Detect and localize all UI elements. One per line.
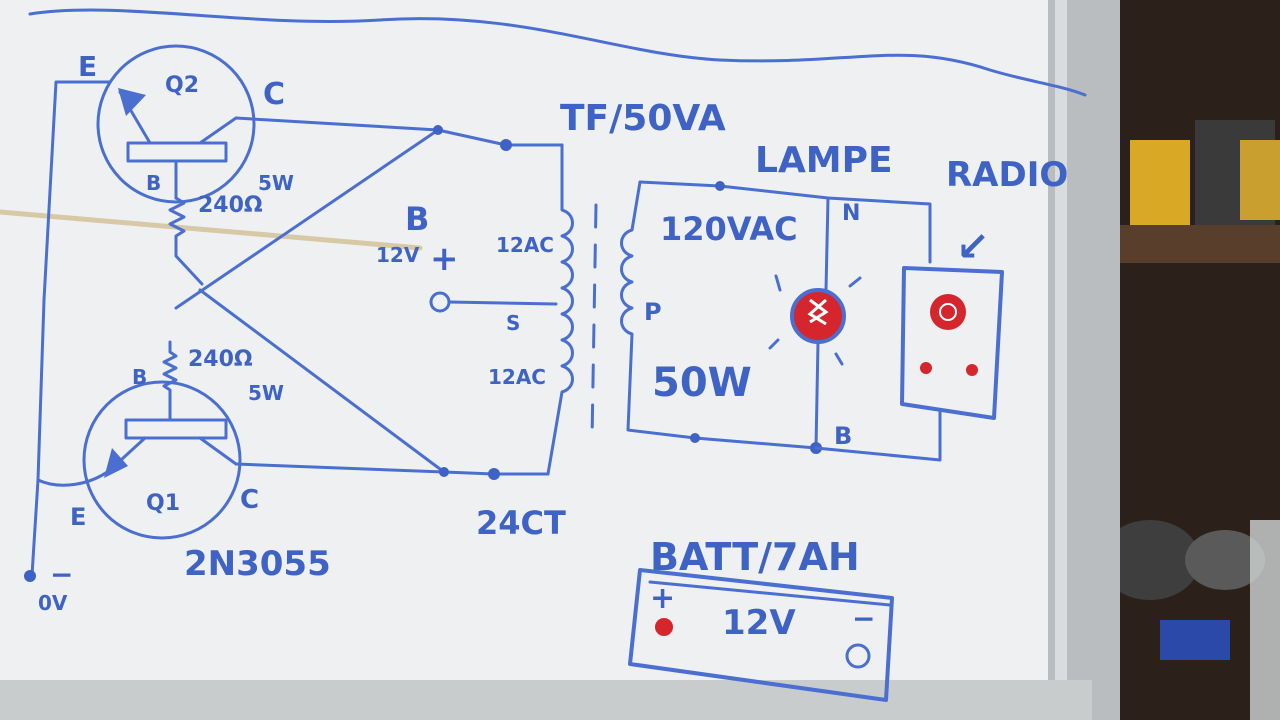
transistor-q2 bbox=[96, 44, 256, 204]
radio-knob-left-icon bbox=[920, 362, 932, 374]
transformer-core bbox=[590, 203, 598, 442]
q2-emitter-arrow-icon bbox=[118, 88, 146, 116]
background-shelf bbox=[1090, 0, 1280, 720]
top-wavy-line bbox=[28, 8, 1087, 97]
ground-rail bbox=[30, 80, 112, 577]
upper-winding-label: 12AC bbox=[496, 233, 554, 257]
transformer-title: TF/50VA bbox=[560, 98, 726, 139]
q2-emitter-label: E bbox=[78, 50, 97, 83]
battery-plus-sign: + bbox=[650, 581, 675, 616]
load-power: 50W bbox=[652, 360, 752, 406]
transformer-rating: 24CT bbox=[476, 504, 566, 542]
q2-label: Q2 bbox=[165, 73, 199, 98]
q2-collector-label: C bbox=[263, 77, 285, 112]
battery-tap-voltage: 12V bbox=[376, 243, 420, 267]
bottom-label: B bbox=[834, 422, 852, 450]
lamp-rays bbox=[768, 274, 862, 366]
battery-box bbox=[628, 568, 894, 702]
battery-tap-plus: + bbox=[430, 239, 459, 279]
q1-resistor-label: 240Ω bbox=[188, 347, 253, 372]
part-number: 2N3055 bbox=[184, 544, 331, 584]
radio-box bbox=[900, 266, 1004, 420]
q1-watt-label: 5W bbox=[248, 381, 284, 405]
q1-base-label: B bbox=[132, 365, 147, 389]
q2-base-resistor bbox=[168, 196, 204, 286]
q1-base-resistor bbox=[162, 340, 178, 422]
radio-return-wire bbox=[814, 410, 942, 462]
load-voltage: 120VAC bbox=[660, 210, 798, 248]
ground-minus-sign: − bbox=[50, 558, 73, 591]
q2-base-label: B bbox=[146, 171, 161, 195]
battery-voltage: 12V bbox=[722, 603, 796, 643]
radio-title: RADIO bbox=[946, 155, 1068, 195]
q1-collector-label: C bbox=[240, 485, 259, 515]
battery-plus-terminal-icon bbox=[655, 618, 673, 636]
cross-wire-b bbox=[198, 288, 446, 474]
q1-collector-wire bbox=[234, 462, 550, 476]
q1-label: Q1 bbox=[146, 491, 180, 516]
radio-arrow-icon: ↙ bbox=[956, 224, 990, 270]
pointer-stick bbox=[0, 209, 423, 251]
battery-minus-sign: − bbox=[852, 602, 875, 635]
primary-label: P bbox=[644, 298, 662, 326]
battery-tap-letter: B bbox=[405, 200, 429, 238]
lamp-title: LAMPE bbox=[755, 140, 893, 181]
cross-wire-a bbox=[174, 128, 440, 310]
battery-title: BATT/7AH bbox=[650, 535, 860, 579]
lower-winding-label: 12AC bbox=[488, 365, 546, 389]
whiteboard bbox=[0, 0, 1092, 720]
q2-watt-label: 5W bbox=[258, 171, 294, 195]
whiteboard-tray bbox=[0, 680, 1092, 720]
transistor-q1 bbox=[82, 380, 242, 540]
ground-label: 0V bbox=[38, 591, 68, 615]
transformer-secondary-winding bbox=[546, 143, 574, 476]
radio-speaker-icon bbox=[930, 294, 966, 330]
neutral-label: N bbox=[842, 201, 860, 226]
radio-knob-right-icon bbox=[966, 364, 978, 376]
q2-collector-wire bbox=[234, 116, 564, 147]
center-tap-label: S bbox=[506, 311, 520, 335]
battery-minus-terminal-icon bbox=[845, 643, 871, 669]
q1-emitter-label: E bbox=[70, 503, 86, 531]
q2-resistor-label: 240Ω bbox=[198, 193, 263, 218]
primary-winding bbox=[620, 180, 818, 450]
